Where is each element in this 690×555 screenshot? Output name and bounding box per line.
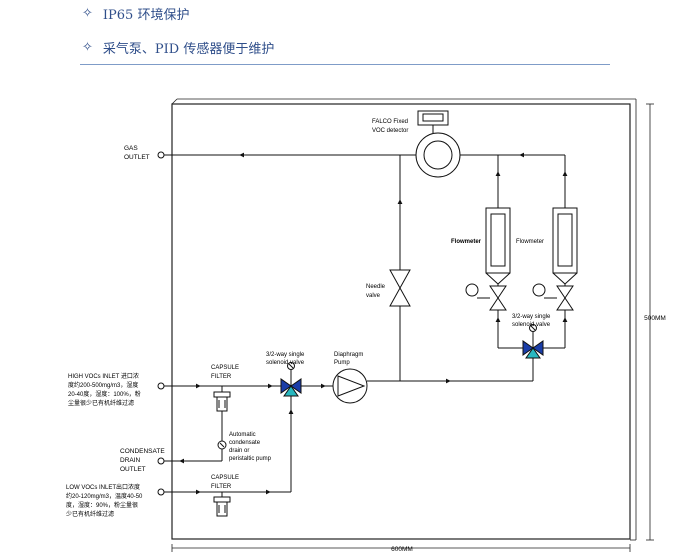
flowmeter-left — [485, 207, 511, 285]
low-inlet-line-4: 少已有机纤维过滤 — [66, 510, 114, 518]
flowmeter-right — [552, 207, 578, 285]
high-inlet-line-4: 尘量很少已有机纤维过滤 — [68, 399, 134, 407]
solenoid-left-label: 3/2-way single — [266, 352, 305, 358]
auto-drain-label: Automatic — [229, 432, 256, 438]
capsule-filter-high — [213, 386, 231, 445]
flowmeter-label-left: Flowmeter — [451, 239, 482, 245]
flowmeter-label-right: Flowmeter — [516, 239, 544, 245]
low-inlet-line-2: 约20-120mg/m3，温度40-50 — [66, 492, 143, 500]
low-inlet-line-3: 度，湿度：90%，粉尘量很 — [66, 501, 138, 509]
low-inlet-description: LOW VOCs INLET出口浓度 约20-120mg/m3，温度40-50 … — [66, 483, 143, 518]
low-inlet-line-1: LOW VOCs INLET出口浓度 — [66, 483, 140, 491]
high-inlet-description: HIGH VOCs INLET 进口浓 度约200-500mg/m3，湿度 20… — [68, 372, 141, 407]
feature-bullet-pump: ✧ 采气泵、PID 传感器便于维护 — [82, 38, 274, 57]
diamond-star-icon: ✧ — [82, 40, 93, 55]
needle-valve-label: Needle — [366, 284, 386, 290]
capsule-filter-2-label: CAPSULE — [211, 475, 239, 481]
dimension-label-500: 500MM — [644, 315, 666, 322]
section-divider — [80, 64, 610, 65]
solenoid-left-label-2: solenoid valve — [266, 360, 305, 366]
detector-label-2: VOC detector — [372, 128, 408, 134]
dimension-horizontal: 600MM — [171, 544, 631, 553]
capsule-filter-low — [213, 492, 231, 517]
solenoid-right-label-2: solenoid valve — [512, 322, 551, 328]
high-voc-inlet — [157, 382, 326, 390]
needle-valve-label-2: valve — [366, 293, 381, 299]
flow-valves — [465, 283, 574, 349]
feature-text: 采气泵、PID 传感器便于维护 — [102, 42, 275, 57]
pump-label-2: Pump — [334, 360, 350, 366]
detector-return-lines — [397, 152, 568, 381]
dimension-label-600: 600MM — [391, 546, 413, 553]
detector-label: FALCO Fixed — [372, 119, 408, 125]
diaphragm-pump — [332, 368, 368, 404]
high-inlet-line-3: 20-40度，湿度：100%，粉 — [68, 390, 141, 398]
high-inlet-line-2: 度约200-500mg/m3，湿度 — [68, 381, 138, 389]
condensate-drain-pump — [217, 440, 227, 461]
diamond-star-icon: ✧ — [82, 6, 93, 21]
feature-text: IP65 环境保护 — [102, 8, 190, 23]
dimension-vertical: 500MM — [644, 103, 666, 541]
gas-outlet-line — [157, 151, 418, 159]
voc-detector — [415, 110, 461, 178]
capsule-filter-label-2: FILTER — [211, 374, 232, 380]
condensate-outlet-line — [157, 457, 222, 465]
gas-outlet-label-2: OUTLET — [124, 154, 150, 161]
feature-bullet-ip65: ✧ IP65 环境保护 — [82, 4, 189, 23]
solenoid-valve-right — [522, 324, 544, 381]
auto-drain-label-4: peristaltic pump — [229, 456, 272, 462]
gas-outlet-label: GAS — [124, 145, 138, 152]
condensate-label-3: OUTLET — [120, 466, 146, 473]
pump-label: Diaphragm — [334, 352, 363, 358]
low-voc-inlet — [157, 409, 294, 496]
capsule-filter-label: CAPSULE — [211, 365, 239, 371]
enclosure-box — [171, 98, 637, 541]
high-inlet-line-1: HIGH VOCs INLET 进口浓 — [68, 372, 139, 380]
condensate-label-2: DRAIN — [120, 457, 141, 464]
capsule-filter-2-label-2: FILTER — [211, 484, 232, 490]
auto-drain-label-2: condensate — [229, 440, 261, 446]
needle-valve — [389, 269, 411, 307]
solenoid-right-label: 3/2-way single — [512, 314, 551, 320]
auto-drain-label-3: drain or — [229, 448, 249, 454]
condensate-label: CONDENSATE — [120, 448, 165, 455]
solenoid-valve-left — [230, 362, 333, 492]
